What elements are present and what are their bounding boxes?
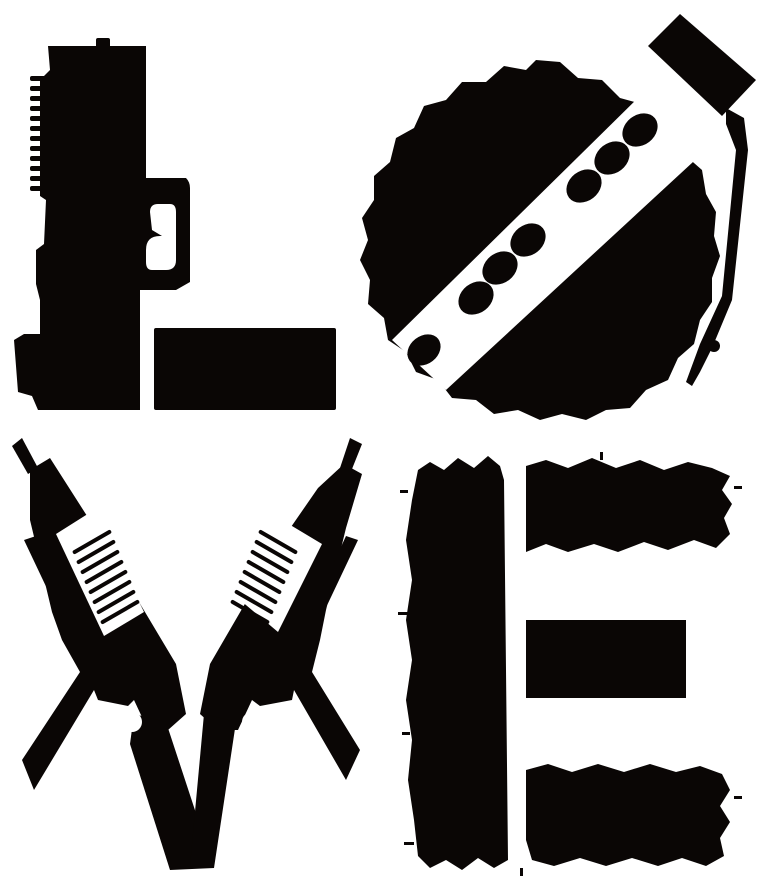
pistol-slide	[14, 46, 190, 410]
pistol-detail	[40, 286, 52, 326]
letter-l-pistol	[14, 38, 336, 410]
pistol-detail	[96, 38, 110, 48]
letter-v-rifles	[12, 438, 362, 870]
e-top-stroke	[526, 458, 732, 552]
pistol-spring	[30, 76, 52, 191]
rifle-right	[190, 438, 362, 868]
pistol-magazine-block	[154, 328, 336, 410]
e-middle-stroke	[526, 620, 686, 698]
pistol-trigger-guard	[146, 204, 176, 270]
letter-e-brush	[398, 452, 742, 876]
rifle-left	[12, 438, 214, 870]
letter-o-sawblade	[360, 14, 756, 420]
grenade-fuse-head	[648, 14, 756, 116]
grenade-lever	[686, 108, 748, 386]
grenade-capsules	[407, 113, 658, 366]
e-brush-flecks	[398, 452, 742, 876]
grenade-pin	[708, 340, 720, 352]
e-vertical-stroke	[406, 456, 508, 870]
e-bottom-stroke	[526, 764, 730, 866]
grenade-band	[392, 96, 706, 390]
